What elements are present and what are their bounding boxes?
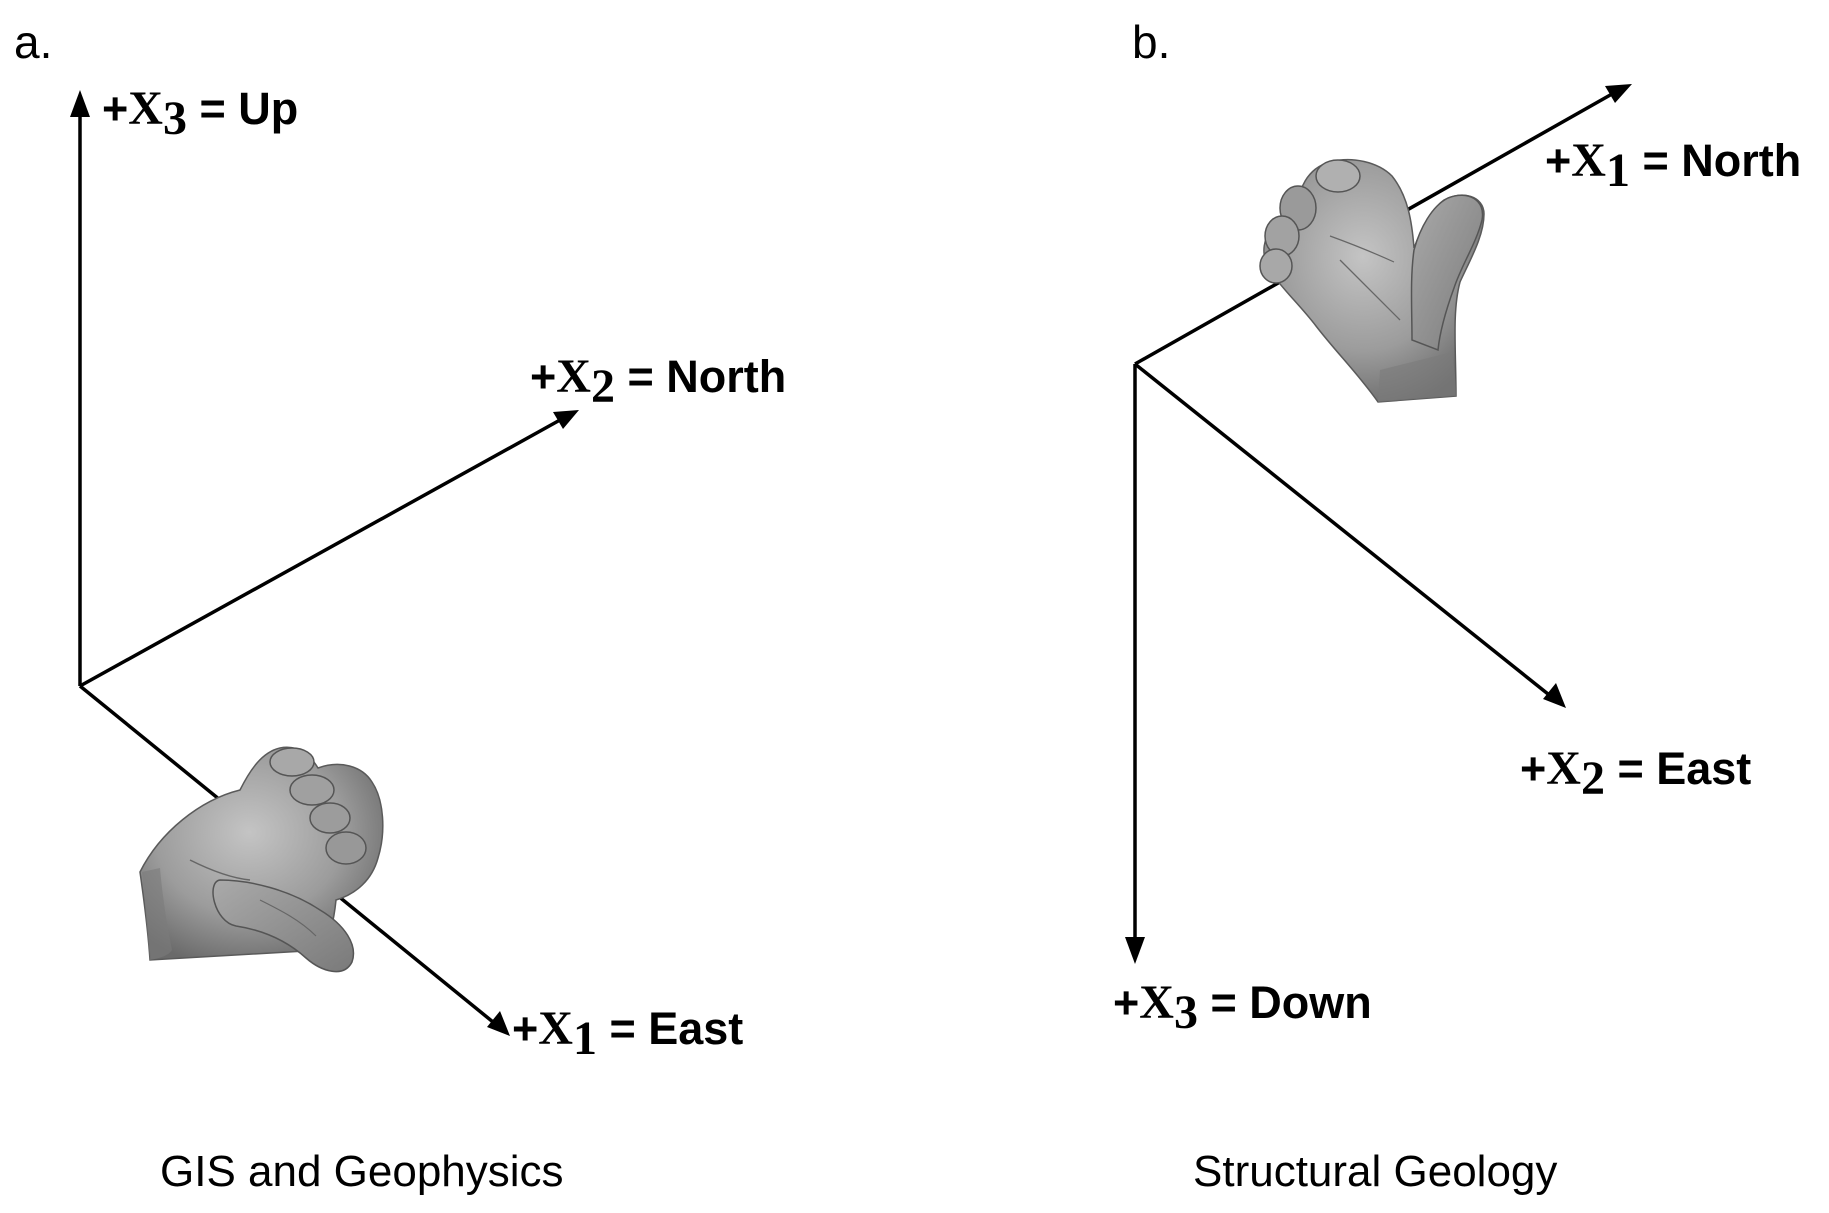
- panel-a-caption: GIS and Geophysics: [160, 1147, 564, 1196]
- arrowhead-north-icon: [553, 410, 579, 429]
- panel-a-up-label: +X3 = Up: [102, 82, 298, 145]
- panel-b-caption: Structural Geology: [1193, 1147, 1557, 1196]
- panel-b-east-label: +X2 = East: [1520, 742, 1751, 805]
- panel-b-down-axis: [1125, 364, 1145, 964]
- panel-a-up-axis: [70, 90, 90, 686]
- panel-a-north-label: +X2 = North: [530, 350, 786, 413]
- arrowhead-east-icon: [1543, 683, 1566, 708]
- panel-b-north-label: +X1 = North: [1545, 134, 1801, 197]
- panel-b: b.: [1113, 16, 1801, 1196]
- arrowhead-east-icon: [487, 1011, 510, 1036]
- arrowhead-down-icon: [1125, 937, 1145, 964]
- panel-a: a.: [14, 16, 786, 1196]
- panel-b-hand-icon: [1259, 158, 1485, 403]
- panel-a-north-axis: [79, 410, 579, 688]
- panel-a-letter: a.: [14, 16, 52, 68]
- panel-a-hand-icon: [139, 746, 384, 973]
- panel-b-east-axis: [1133, 362, 1566, 708]
- arrowhead-up-icon: [70, 90, 90, 117]
- panel-b-letter: b.: [1132, 16, 1170, 68]
- arrowhead-north-icon: [1605, 84, 1632, 103]
- panel-b-down-label: +X3 = Down: [1113, 976, 1372, 1039]
- panel-a-east-label: +X1 = East: [512, 1002, 743, 1065]
